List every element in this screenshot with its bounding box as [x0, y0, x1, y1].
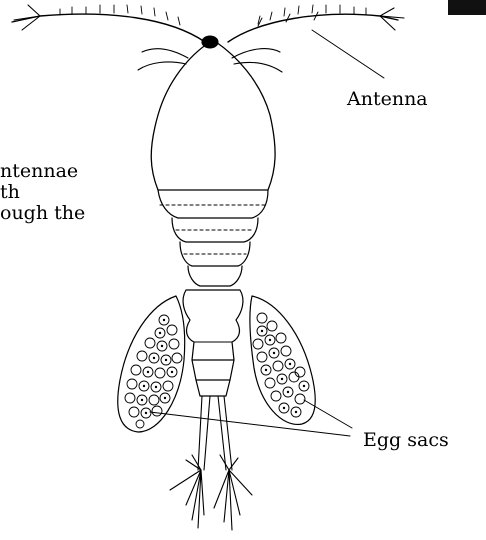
eye-spot: [202, 36, 218, 48]
left-antenna-setae: [60, 5, 180, 25]
egg-sacs-label: Egg sacs: [363, 431, 449, 450]
egg-sacs-leader-line-left: [150, 412, 350, 436]
cut-off-text-line-2: th: [0, 183, 20, 202]
egg-sacs-leader-line-right: [304, 400, 352, 428]
cut-off-text-line-3: ough the: [0, 204, 85, 223]
right-antenna: [228, 14, 398, 42]
right-sac-eggs: [253, 313, 309, 417]
right-caudal-setae: [214, 455, 252, 530]
urosome-segment-2: [192, 360, 234, 380]
urosome-segment-3: [196, 380, 230, 396]
left-caudal-setae: [170, 455, 204, 528]
left-antenna: [12, 14, 205, 42]
cephalothorax: [151, 42, 275, 190]
antenna-label: Antenna: [347, 90, 428, 109]
right-caudal-ramus: [218, 396, 232, 470]
left-sac-eggs: [125, 315, 182, 428]
right-egg-sac: [250, 296, 315, 424]
thorax-segment-1: [158, 190, 268, 218]
thorax-segment-4: [188, 266, 242, 286]
antenna-leader-line: [312, 30, 384, 78]
left-feeler: [138, 49, 188, 70]
left-caudal-ramus: [198, 396, 210, 470]
right-feeler: [232, 49, 282, 72]
urosome: [183, 290, 243, 360]
corner-tab-mark: [448, 0, 486, 15]
cut-off-text-line-1: ntennae: [0, 162, 78, 181]
